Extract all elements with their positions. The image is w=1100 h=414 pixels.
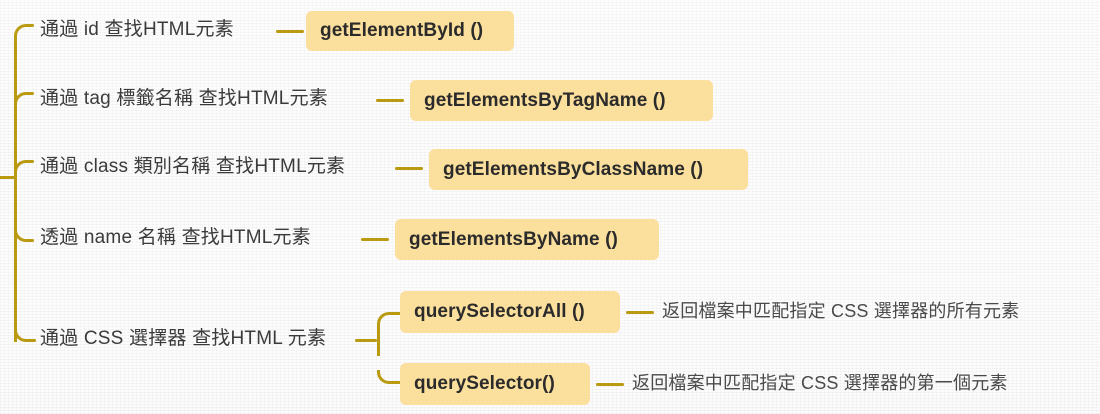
sub-branch-arm-1 — [389, 312, 401, 315]
desc-connector-1 — [626, 311, 654, 314]
connector-5 — [355, 339, 377, 342]
method-chip-queryselectorall[interactable]: querySelectorAll () — [400, 291, 620, 333]
branch-arm-2 — [26, 92, 34, 95]
branch-elbow-5 — [14, 328, 28, 342]
method-chip-getelementsbyname[interactable]: getElementsByName () — [395, 219, 659, 260]
sub-branch-arm-2 — [389, 381, 401, 384]
branch-label-2: 通過 tag 標籤名稱 查找HTML元素 — [40, 88, 328, 109]
branch-label-3: 通過 class 類別名稱 查找HTML元素 — [40, 156, 346, 177]
sub-branch-elbow-2 — [377, 370, 391, 384]
sub-branch-elbow-1 — [377, 312, 391, 326]
connector-1 — [276, 30, 304, 33]
method-chip-getelementsbytagname[interactable]: getElementsByTagName () — [410, 80, 713, 121]
connector-4 — [361, 238, 389, 241]
method-chip-getelementsbyclassname[interactable]: getElementsByClassName () — [429, 149, 748, 190]
main-bracket-root-stub — [0, 176, 16, 179]
main-bracket-trunk — [14, 36, 17, 342]
desc-connector-2 — [596, 383, 624, 386]
branch-elbow-3 — [14, 160, 28, 174]
branch-elbow-1 — [14, 24, 28, 38]
connector-2 — [376, 99, 404, 102]
branch-arm-1 — [26, 24, 34, 27]
branch-label-5: 通過 CSS 選擇器 查找HTML 元素 — [40, 328, 327, 349]
method-chip-queryselector[interactable]: querySelector() — [400, 363, 590, 405]
branch-elbow-2 — [14, 92, 28, 106]
method-chip-getelementbyid[interactable]: getElementById () — [306, 11, 514, 51]
description-queryselectorall: 返回檔案中匹配指定 CSS 選擇器的所有元素 — [662, 301, 1020, 321]
branch-label-4: 透過 name 名稱 查找HTML元素 — [40, 227, 311, 248]
branch-arm-5 — [26, 339, 36, 342]
sub-bracket-trunk — [377, 324, 380, 356]
connector-3 — [395, 167, 423, 170]
branch-arm-3 — [26, 160, 34, 163]
branch-elbow-4 — [14, 228, 28, 242]
branch-label-1: 通過 id 查找HTML元素 — [40, 19, 234, 40]
description-queryselector: 返回檔案中匹配指定 CSS 選擇器的第一個元素 — [632, 373, 1008, 393]
branch-arm-4 — [26, 239, 34, 242]
